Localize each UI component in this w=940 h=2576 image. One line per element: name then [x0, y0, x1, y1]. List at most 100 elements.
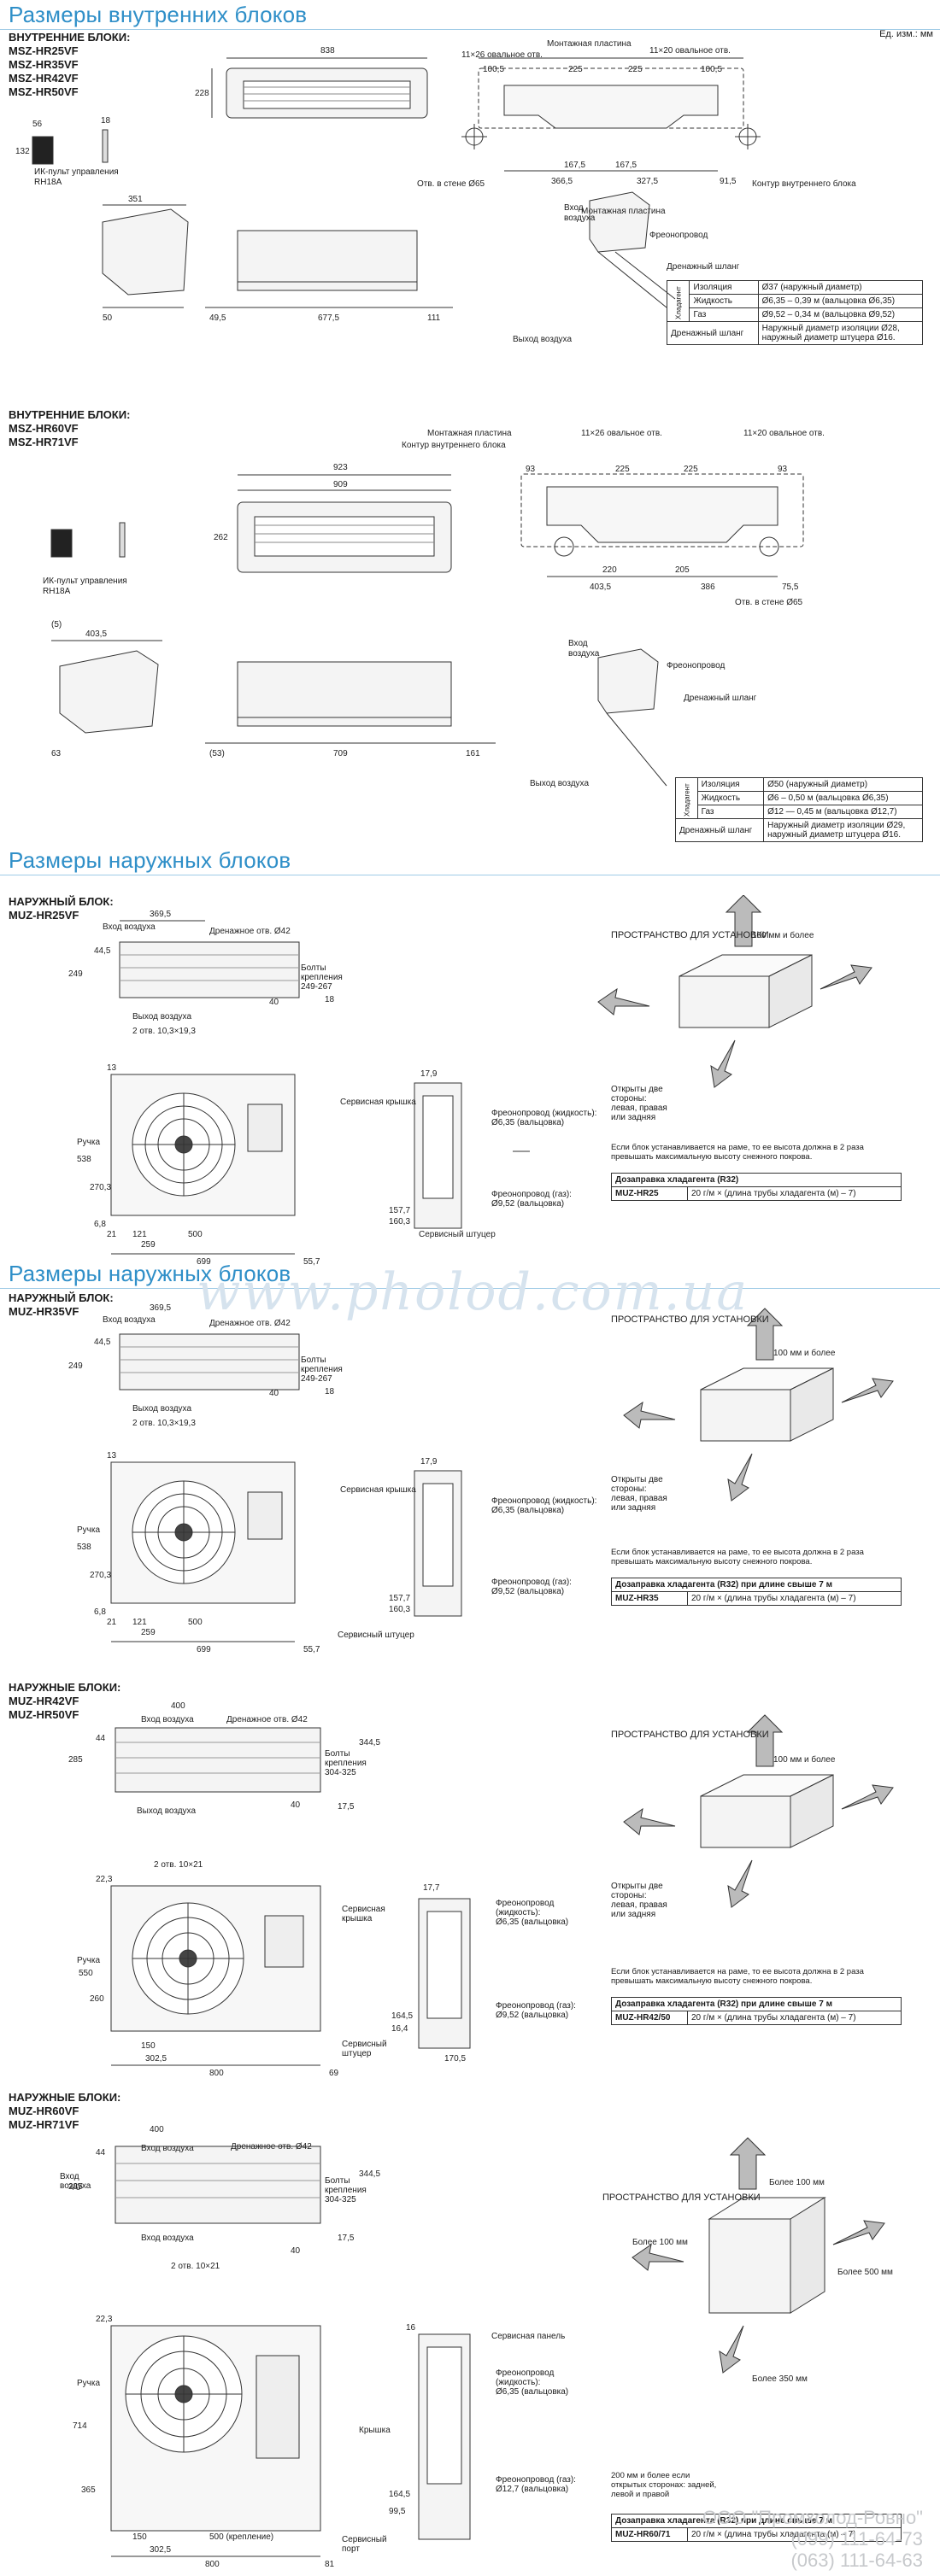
- outdoor-top-air-out: Выход воздуха: [132, 1404, 191, 1414]
- outdoor-unit-drawings: Вход воздуха Дренажное отв. Ø42 Выход во…: [68, 895, 872, 1267]
- outdoor-dim: 157,7: [389, 1206, 410, 1215]
- install-open-sides: Открыты две стороны: левая, правая или з…: [611, 1882, 667, 1919]
- indoor-1-plate-dim-3: 100,5: [701, 65, 722, 74]
- outdoor-front-handle: Ручка: [77, 2379, 100, 2388]
- outdoor-dim: 285: [68, 2182, 83, 2192]
- outdoor-top-air-out: Выход воздуха: [137, 1806, 196, 1816]
- outdoor-dim: 400: [171, 1701, 185, 1711]
- outdoor-top-bolts: Болты крепления 304-325: [325, 1749, 367, 1777]
- outdoor-section-title-2: Размеры наружных блоков: [9, 1261, 291, 1286]
- indoor-2-remote-label: ИК-пульт управления RH18A: [43, 577, 127, 596]
- pipe-cell-value: Ø37 (наружный диаметр): [757, 280, 924, 295]
- install-unit-body: [700, 1389, 791, 1442]
- outdoor-side-gas: Фреонопровод (газ): Ø9,52 (вальцовка): [491, 1190, 572, 1209]
- outdoor-top-bolts: Болты крепления 249-267: [301, 963, 343, 992]
- install-unit-body: [708, 2218, 791, 2314]
- indoor-1-piping-body: [589, 191, 650, 253]
- outdoor-top-air-in: Вход воздуха: [60, 2172, 91, 2191]
- indoor-2-slot-left: 11×26 овальное отв.: [581, 429, 662, 438]
- indoor-2-piping-body: [597, 648, 659, 714]
- install-clear-b: Более 100 мм: [632, 2238, 688, 2247]
- install-title: ПРОСТРАНСТВО ДЛЯ УСТАНОВКИ: [611, 930, 769, 940]
- pipe-cell-name: Газ: [689, 307, 759, 322]
- outdoor-section-title-1: Размеры наружных блоков: [9, 847, 291, 873]
- charge-table: Дозаправка хладагента (R32) при длине св…: [611, 2514, 902, 2542]
- outdoor-dim: 160,3: [389, 1605, 410, 1614]
- indoor-2-plate-dim-b1: 205: [675, 565, 690, 575]
- indoor-1-slot-right: 11×20 овальное отв.: [649, 46, 731, 56]
- remote-2-body: [50, 529, 73, 558]
- install-clear-c: Более 500 мм: [837, 2268, 893, 2277]
- outdoor-top-body: [115, 2146, 321, 2224]
- remote-holder: [102, 129, 109, 163]
- pipe-cell-name: Жидкость: [689, 294, 759, 308]
- indoor-1-plate-dim-b4: 91,5: [720, 177, 737, 186]
- indoor-1-air-inlet: Вход воздуха: [564, 203, 596, 223]
- indoor-2-dim-side-a: 403,5: [85, 629, 107, 639]
- indoor-2-front-grille: [254, 516, 435, 557]
- arrow-up-icon: [746, 1714, 784, 1767]
- pipe-cell-value: Наружный диаметр изоляции Ø29, наружный …: [763, 818, 923, 842]
- pipe-cell-name: Дренажный шланг: [667, 321, 759, 345]
- service-cover: [422, 1095, 454, 1199]
- outdoor-dim: 17,5: [338, 2234, 355, 2243]
- remote-dim-b: 18: [101, 116, 111, 126]
- indoor-2-slot-right: 11×20 овальное отв.: [743, 429, 825, 438]
- outdoor-dim: 260: [90, 1994, 104, 2004]
- indoor-1-dim-bottom-c: 111: [427, 313, 441, 323]
- outdoor-side-panel: Сервисная панель: [491, 2332, 565, 2341]
- indoor-1-grille-lines: [244, 86, 410, 102]
- indoor-2-wall-hole-right: [759, 536, 779, 557]
- outdoor-dim: 81: [325, 2560, 335, 2569]
- outdoor-side-gas: Фреонопровод (газ): Ø12,7 (вальцовка): [496, 2475, 576, 2494]
- indoor-group-2-drawings: 923 909 262 403,5 (5) 63 (53) 709 161 Мо…: [50, 429, 825, 788]
- outdoor-side-port: Сервисный штуцер: [419, 1230, 496, 1239]
- indoor-1-wall-hole: Отв. в стене Ø65: [417, 179, 485, 189]
- charge-model: MUZ-HR35: [611, 1591, 688, 1606]
- pipe-cell-name: Газ: [696, 805, 765, 819]
- pipe-cell-value: Наружный диаметр изоляции Ø28, наружный …: [757, 321, 924, 345]
- outdoor-dim: 344,5: [359, 1738, 380, 1748]
- arrow-down-icon: [719, 2325, 744, 2374]
- outdoor-top-holes: 2 отв. 10×21: [171, 2262, 220, 2271]
- outdoor-dim: 150: [132, 2532, 147, 2542]
- indoor-2-dim-side-b: 63: [51, 749, 62, 758]
- arrow-right-icon: [841, 1784, 894, 1810]
- arrow-up-icon: [725, 895, 762, 947]
- outdoor-dim: 150: [141, 2041, 156, 2051]
- contact-phone-2: (063) 111-64-63: [790, 2550, 923, 2571]
- indoor-2-contour: Контур внутреннего блока: [402, 440, 506, 450]
- indoor-2-plate-dim-3: 93: [778, 465, 788, 474]
- arrow-right-icon: [820, 964, 872, 990]
- indoor-2-side-body: [59, 650, 159, 734]
- outdoor-front-panel: [247, 1104, 283, 1152]
- install-unit-body: [679, 975, 770, 1028]
- outdoor-dim: 160,3: [389, 1217, 410, 1227]
- contact-phone-1: (099) 111-64-73: [790, 2528, 923, 2550]
- outdoor-dim: 40: [291, 2246, 301, 2256]
- outdoor-dim: 22,3: [96, 2315, 113, 2324]
- outdoor-dim: 44,5: [94, 946, 111, 956]
- outdoor-top-air-in: Вход воздуха: [103, 922, 156, 932]
- indoor-group-2-header: ВНУТРЕННИЕ БЛОКИ: MSZ-HR60VF MSZ-HR71VF: [9, 408, 131, 448]
- outdoor-front-panel: [264, 1915, 304, 1968]
- indoor-1-mounting-plate-side: Монтажная пластина: [581, 207, 666, 216]
- outdoor-unit-header: НАРУЖНЫЕ БЛОКИ: MUZ-HR60VF MUZ-HR71VF: [9, 2091, 121, 2131]
- outdoor-dim: 164,5: [389, 2490, 410, 2499]
- indoor-2-plate-dim-b3: 386: [701, 583, 715, 592]
- install-open-sides: 200 мм и более если открытых сторонах: з…: [611, 2471, 717, 2499]
- outdoor-front-handle: Ручка: [77, 1138, 100, 1147]
- install-title: ПРОСТРАНСТВО ДЛЯ УСТАНОВКИ: [611, 1314, 769, 1325]
- indoor-2-dim-bottom-c: 161: [466, 749, 480, 758]
- pipe-cell-name: Жидкость: [696, 791, 765, 805]
- outdoor-dim: 800: [209, 2069, 224, 2078]
- indoor-1-dim-height: 228: [195, 89, 209, 98]
- indoor-1-bottom-body: [237, 230, 418, 291]
- indoor-2-plate-dim-2: 225: [684, 465, 698, 474]
- service-cover: [422, 1483, 454, 1587]
- indoor-2-plate-label: Монтажная пластина: [427, 429, 512, 438]
